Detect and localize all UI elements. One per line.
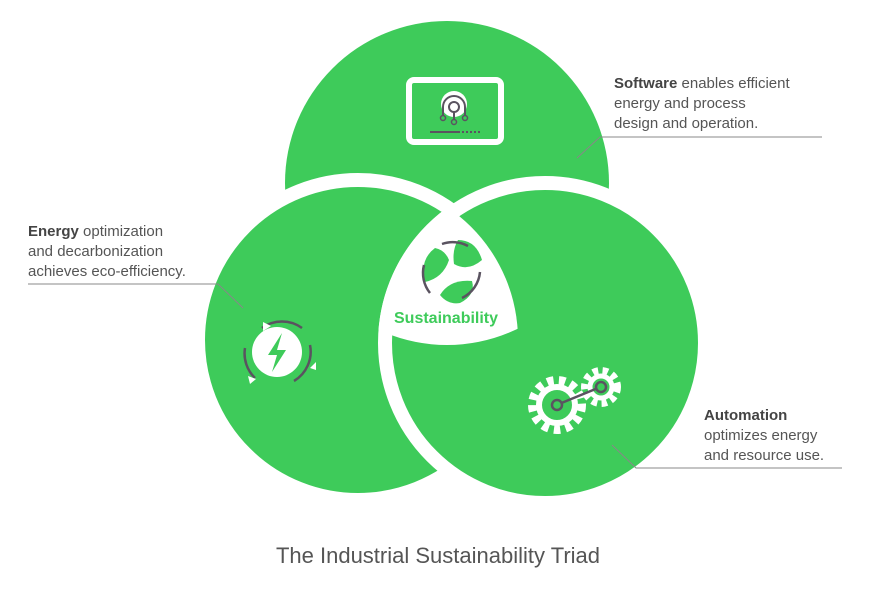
software-line2: energy and process <box>614 95 746 112</box>
automation-leader-line <box>611 444 842 469</box>
monitor-gear-icon <box>406 77 504 145</box>
energy-line2: and decarbonization <box>28 243 164 260</box>
automation-note: Automation optimizes energy and resource… <box>704 406 824 466</box>
software-line1: enables efficient <box>677 75 790 92</box>
recycle-leaves-icon <box>421 240 482 304</box>
automation-line2: optimizes energy <box>704 427 818 444</box>
software-note: Software enables efficient energy and pr… <box>614 74 790 134</box>
software-line3: design and operation. <box>614 115 759 132</box>
lightning-cycle-icon <box>243 320 316 384</box>
software-leader-line <box>576 136 822 159</box>
energy-line1: optimization <box>78 223 164 240</box>
automation-bold: Automation <box>704 407 788 424</box>
automation-line3: and resource use. <box>704 447 825 464</box>
energy-leader-line <box>28 283 244 309</box>
energy-note: Energy optimization and decarbonization … <box>28 222 186 282</box>
energy-bold: Energy <box>28 223 79 240</box>
center-label: Sustainability <box>394 310 499 327</box>
software-bold: Software <box>614 75 678 92</box>
energy-line3: achieves eco-efficiency. <box>28 263 186 280</box>
gears-icon <box>528 367 621 434</box>
diagram-title: The Industrial Sustainability Triad <box>275 543 601 568</box>
